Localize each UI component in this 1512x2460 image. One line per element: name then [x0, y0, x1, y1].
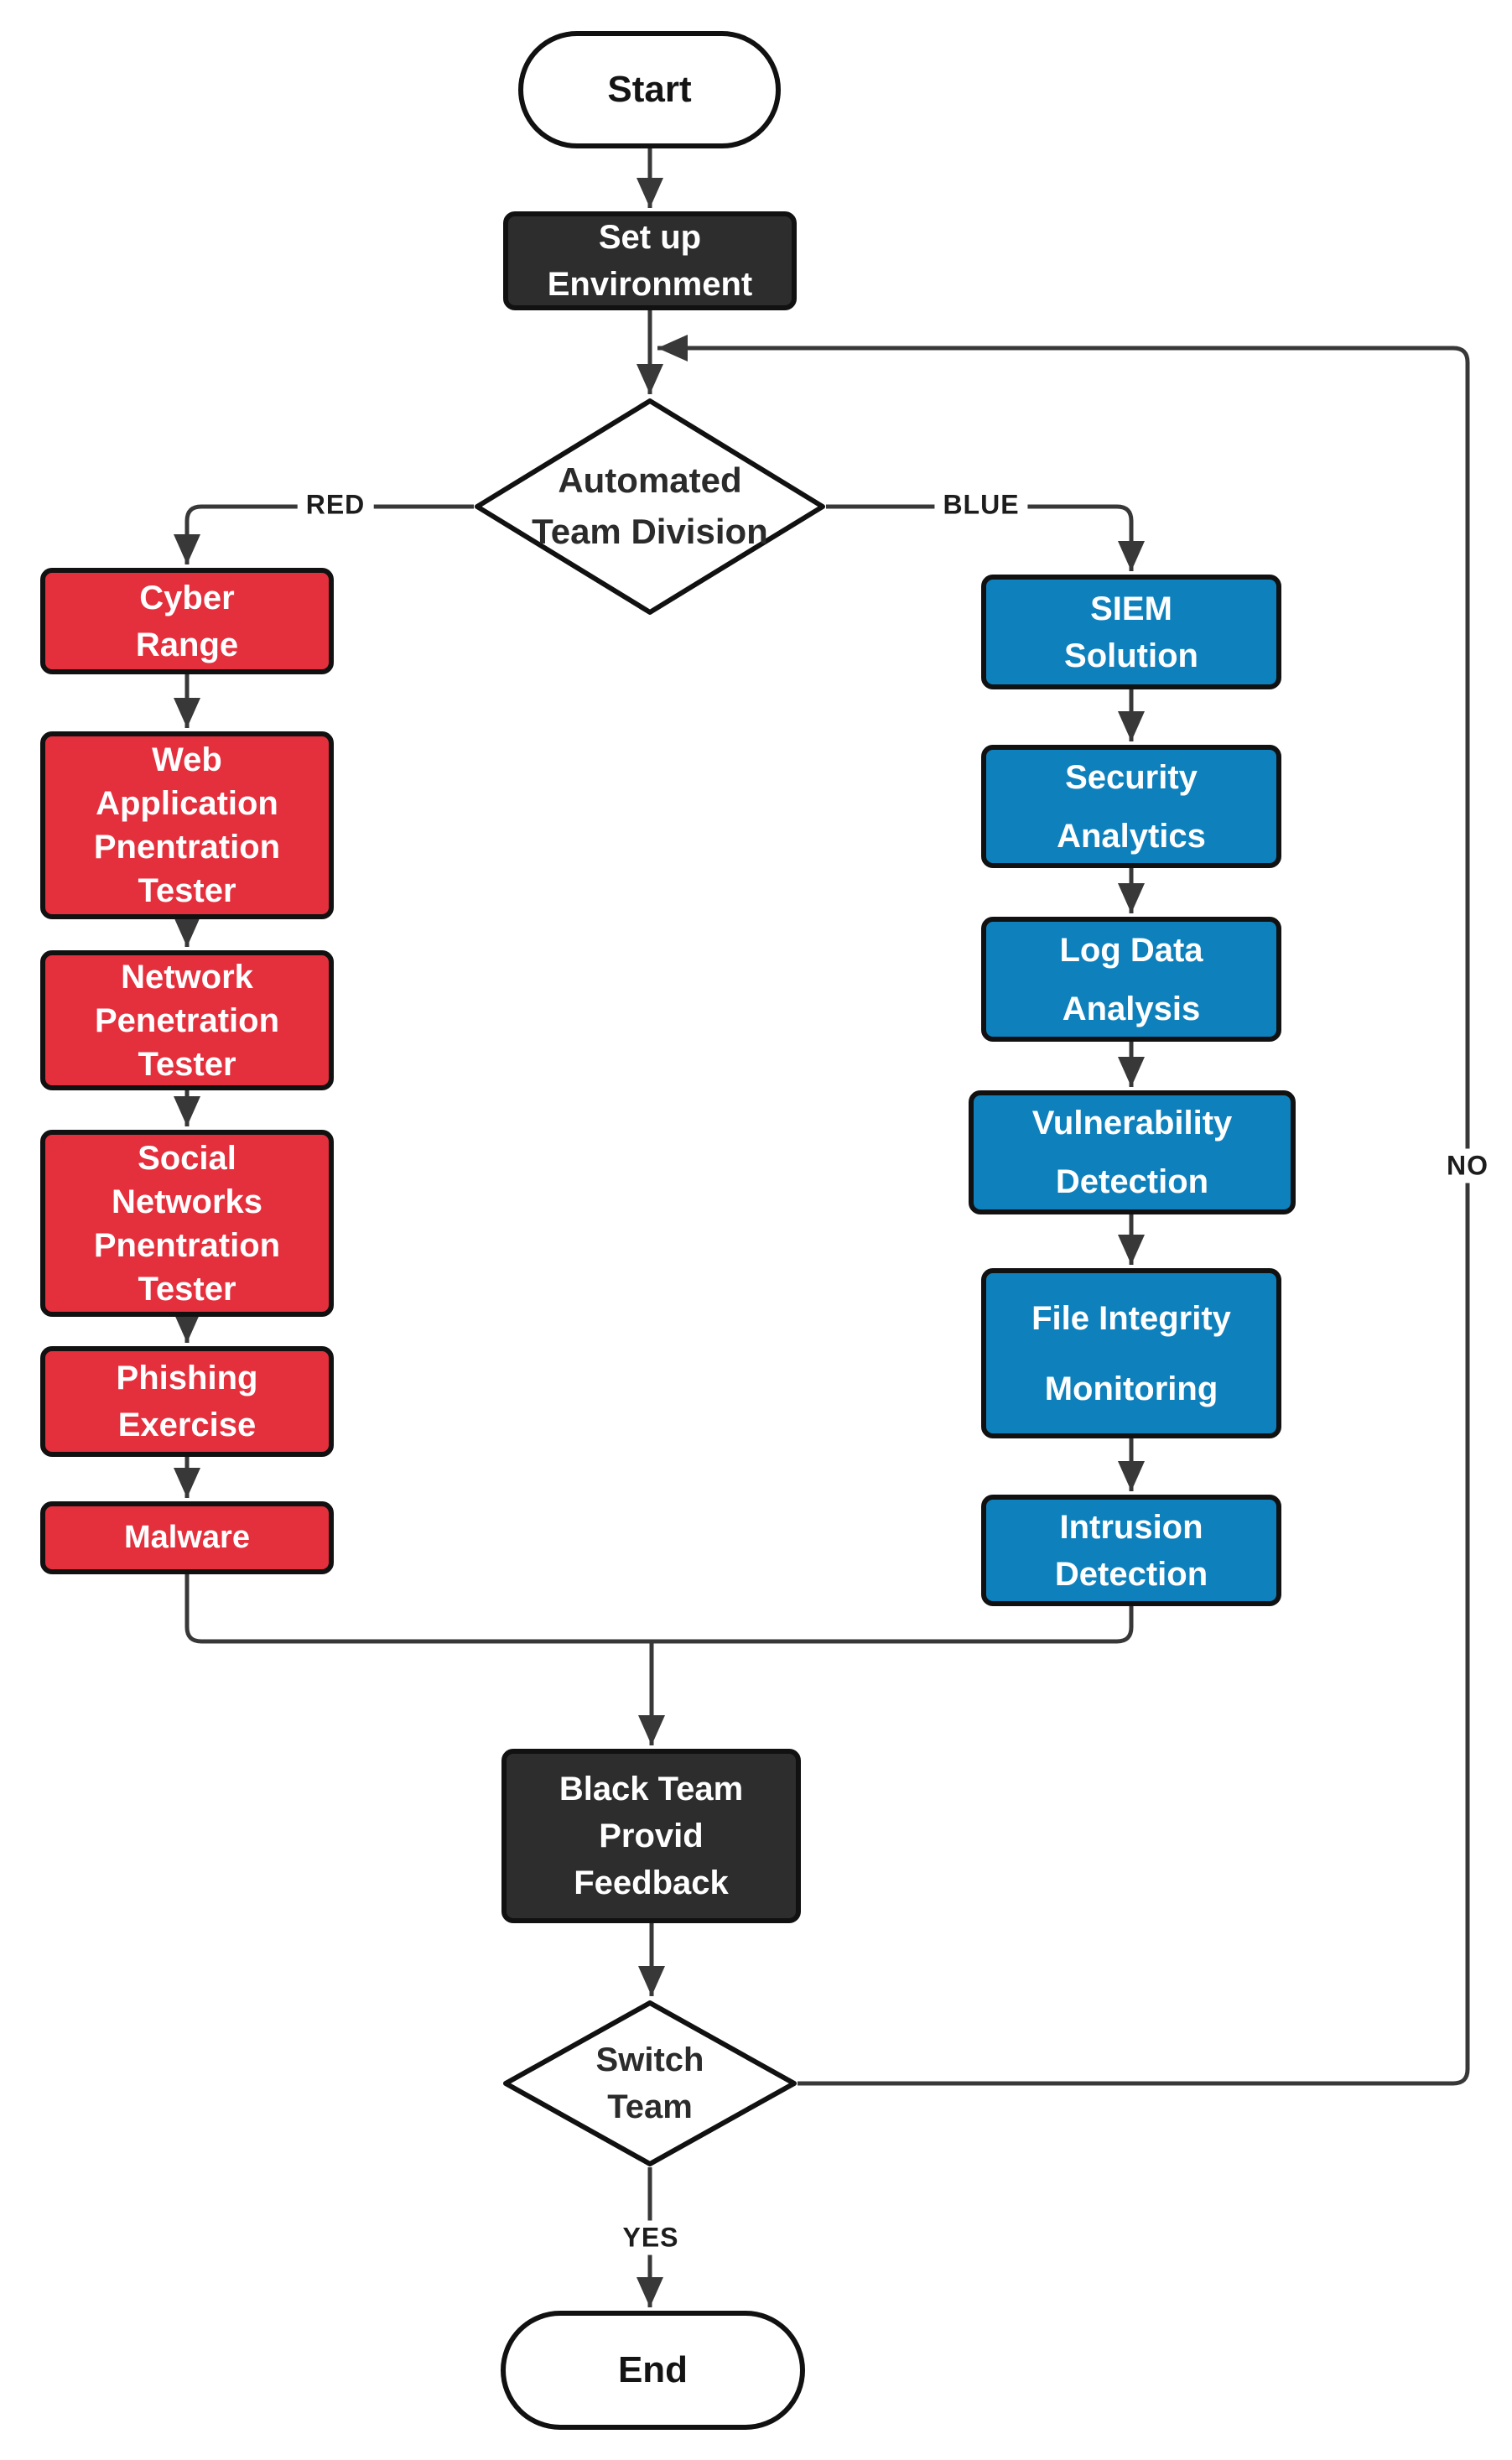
node-file-integrity-monitoring: File Integrity Monitoring [981, 1268, 1281, 1438]
node-social-networks-penetration-tester: Social Networks Pnentration Tester [40, 1130, 334, 1317]
node-cyber-range: Cyber Range [40, 568, 334, 674]
edge-intrusion-to-merge [652, 1606, 1134, 1644]
node-switch-team: Switch Team [595, 2041, 704, 2125]
edge-label-red: RED [297, 487, 374, 523]
edge-malware-to-merge [184, 1574, 652, 1644]
node-network-penetration-tester: Network Penetration Tester [40, 950, 334, 1090]
edge-label-no: NO [1438, 1148, 1497, 1183]
edge-division-blue-branch [826, 504, 1145, 571]
node-intrusion-detection: Intrusion Detection [981, 1495, 1281, 1606]
node-automated-team-division: Automated Team Division [532, 460, 768, 551]
edge-label-blue: BLUE [934, 487, 1028, 523]
edge-label-yes: YES [614, 2220, 688, 2255]
edge-switch-no-loop [657, 335, 1470, 2086]
node-malware: Malware [40, 1501, 334, 1574]
switch-team-diamond-shape [503, 2000, 797, 2166]
node-web-application-penetration-tester: Web Application Pnentration Tester [40, 731, 334, 919]
node-phishing-exercise: Phishing Exercise [40, 1346, 334, 1457]
switch-team-diamond [503, 2000, 797, 2166]
node-security-analytics: Security Analytics [981, 745, 1281, 868]
edge-division-red-branch [174, 504, 474, 564]
team-division-diamond [475, 398, 825, 615]
team-division-diamond-shape [475, 398, 825, 615]
node-log-data-analysis: Log Data Analysis [981, 917, 1281, 1042]
node-vulnerability-detection: Vulnerability Detection [969, 1090, 1296, 1214]
node-end: End [501, 2311, 805, 2430]
node-siem-solution: SIEM Solution [981, 575, 1281, 689]
node-start: Start [518, 31, 781, 148]
node-black-team-feedback: Black Team Provid Feedback [501, 1749, 801, 1923]
node-setup-environment: Set up Environment [503, 211, 797, 310]
